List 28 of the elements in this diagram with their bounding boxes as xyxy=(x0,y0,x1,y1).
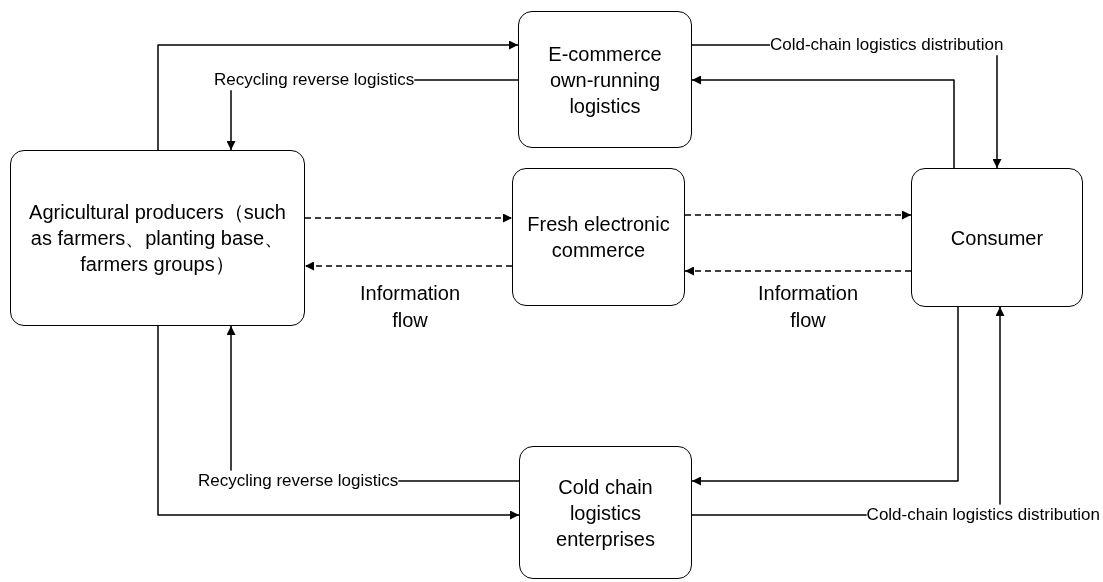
process-box xyxy=(911,168,1083,307)
flow-caption: Information flow xyxy=(358,281,462,333)
process-box xyxy=(518,11,692,148)
flow-caption: Information flow xyxy=(756,281,860,333)
connector-line xyxy=(691,514,868,516)
connector-line xyxy=(413,79,519,81)
arrow xyxy=(304,213,513,223)
process-box xyxy=(512,168,685,306)
arrow xyxy=(684,266,912,276)
box-label: Agricultural producers（such as farmers、planting base、farmers groups） xyxy=(28,200,287,277)
box-label: Cold chain logistics enterprises xyxy=(555,474,656,552)
arrow xyxy=(304,261,513,271)
box-label: E-commerce own-running logistics xyxy=(547,41,663,119)
arrow xyxy=(226,89,236,151)
box-label: Fresh electronic commerce xyxy=(526,212,671,263)
connector-line xyxy=(397,480,520,482)
connector-line xyxy=(691,44,771,46)
arrow xyxy=(684,210,912,220)
process-box xyxy=(519,446,692,579)
arrow xyxy=(157,325,520,520)
arrow xyxy=(691,306,959,486)
arrow xyxy=(691,75,955,169)
arrow xyxy=(995,306,1005,506)
arrow xyxy=(992,54,1002,169)
arrow xyxy=(157,40,519,151)
arrow xyxy=(226,325,236,472)
process-box xyxy=(10,150,305,326)
box-label: Consumer xyxy=(950,225,1044,251)
